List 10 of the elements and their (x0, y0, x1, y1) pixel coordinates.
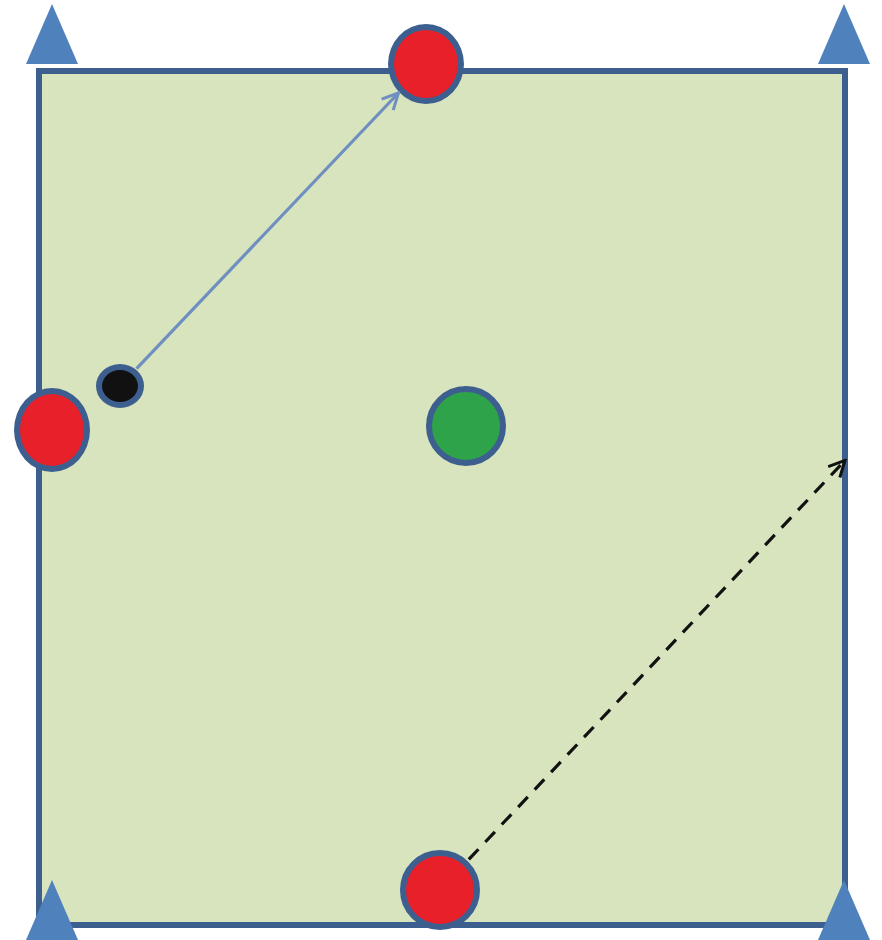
circle-marker (388, 24, 464, 104)
triangle-marker (26, 880, 78, 940)
triangle-marker (818, 4, 870, 64)
square-region (36, 68, 848, 928)
triangle-marker (818, 880, 870, 940)
dot-marker (96, 364, 144, 408)
triangle-marker (26, 4, 78, 64)
arrow (135, 91, 400, 370)
arrow (467, 458, 847, 861)
circle-marker (426, 386, 506, 466)
